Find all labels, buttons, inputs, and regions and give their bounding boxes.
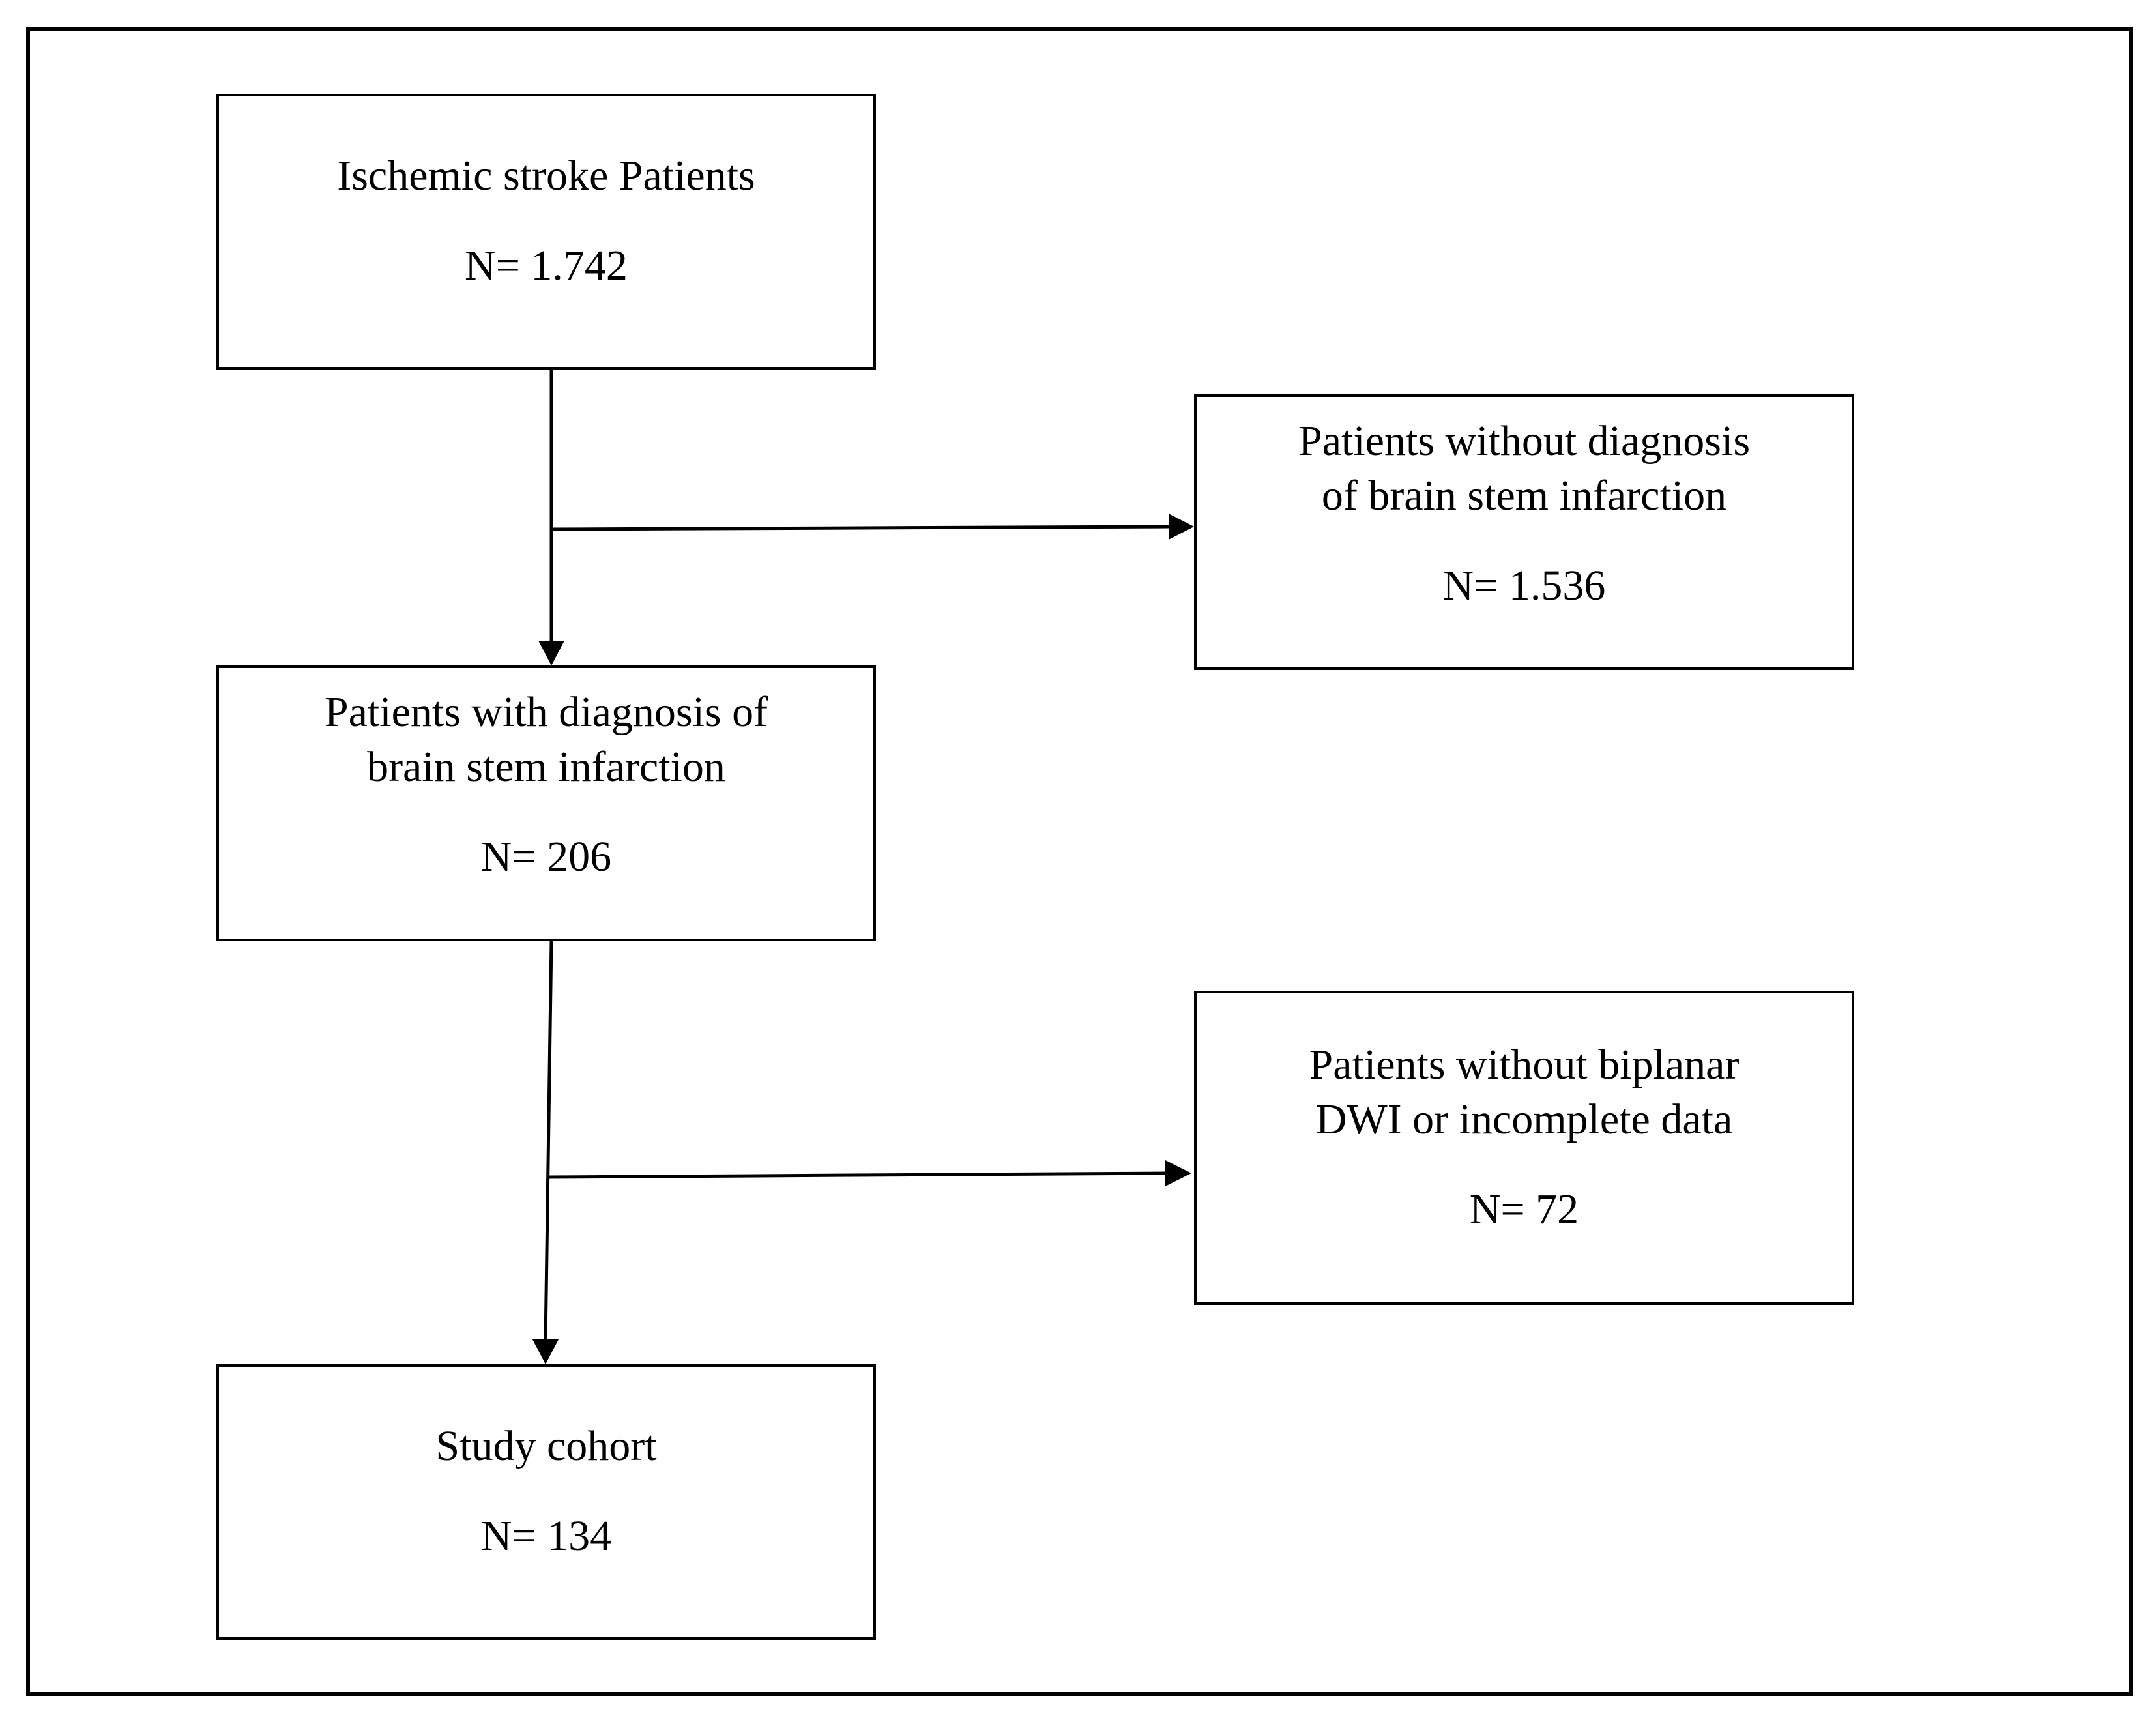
box-excluded-no-brainstem-diagnosis: Patients without diagnosis of brain stem… (1194, 394, 1854, 670)
box-title: Ischemic stroke Patients (219, 149, 873, 203)
box-brainstem-infarction-patients: Patients with diagnosis of brain stem in… (216, 665, 876, 941)
box-count: N= 1.742 (465, 242, 628, 289)
box-title-line: Patients without diagnosis (1298, 417, 1750, 465)
box-count: N= 134 (480, 1512, 612, 1560)
arrow-to-box2 (551, 525, 1171, 531)
figure-frame (26, 27, 2133, 1696)
box-title-line: Patients with diagnosis of (324, 688, 768, 736)
box-title-line: DWI or incomplete data (1315, 1096, 1733, 1143)
arrowhead-box2 (1169, 514, 1194, 540)
box-count: N= 72 (1469, 1186, 1579, 1233)
box-title-line: Study cohort (435, 1422, 657, 1470)
box-title: Patients with diagnosis of brain stem in… (219, 685, 873, 795)
box-count: N= 206 (480, 833, 612, 881)
arrow-to-box4 (548, 1171, 1167, 1179)
box-title-line: of brain stem infarction (1321, 472, 1727, 519)
box-title: Patients without biplanar DWI or incompl… (1197, 1038, 1852, 1147)
arrowhead-box3 (538, 641, 564, 665)
box-title-line: Patients without biplanar (1309, 1041, 1740, 1088)
box-excluded-no-biplanar-dwi: Patients without biplanar DWI or incompl… (1194, 991, 1854, 1305)
box-title: Study cohort (219, 1419, 873, 1474)
box-count: N= 1.536 (1442, 562, 1606, 609)
box-title-line: brain stem infarction (367, 743, 725, 791)
box-title-line: Ischemic stroke Patients (337, 152, 755, 199)
arrowhead-box4 (1165, 1160, 1191, 1186)
arrowhead-box5 (532, 1339, 559, 1364)
box-study-cohort: Study cohort N= 134 (216, 1364, 876, 1640)
box-ischemic-stroke-patients: Ischemic stroke Patients N= 1.742 (216, 94, 876, 370)
arrow-box3-to-box5 (544, 941, 553, 1341)
box-title: Patients without diagnosis of brain stem… (1197, 414, 1852, 523)
